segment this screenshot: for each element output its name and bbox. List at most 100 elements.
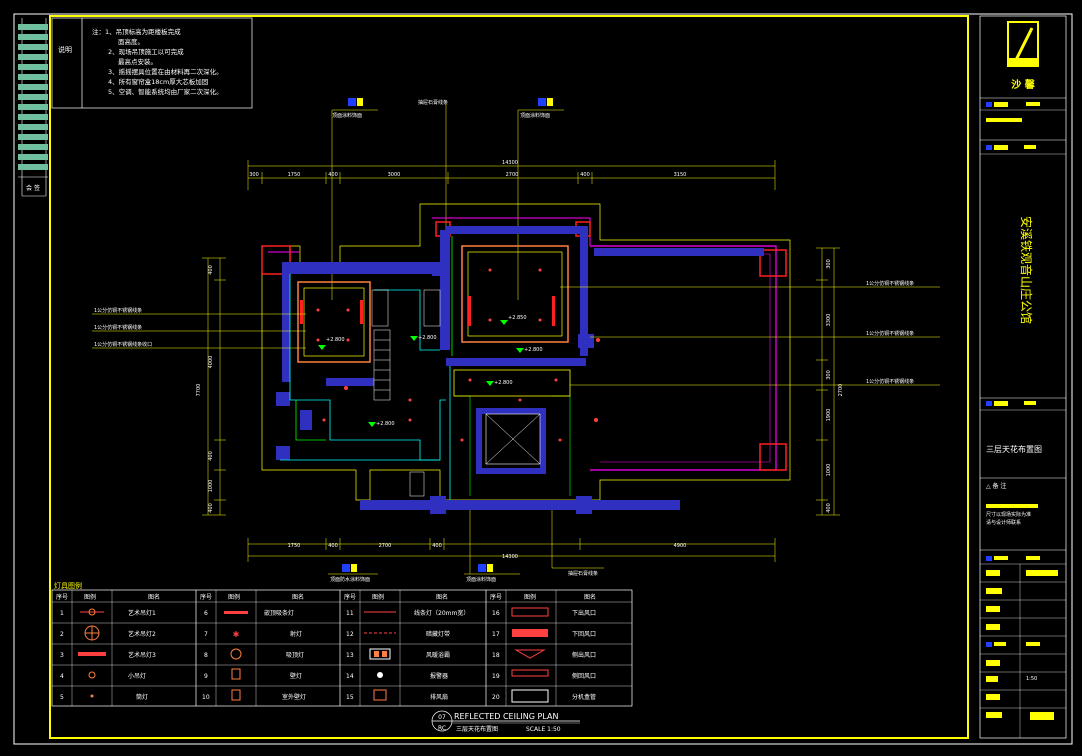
legend-no: 19 [492,673,500,680]
lighting-legend: 灯具图例 ✱ [51,581,633,707]
legend-name: 侧回风口 [572,672,596,680]
legend-name: 报警器 [430,672,448,680]
left-dimensions [202,257,226,516]
legend-header-sym-4: 图例 [524,593,536,601]
bottom-note-2: 顶面涂料饰面 [466,576,496,583]
right-dim-2: 300 [826,370,832,380]
left-note-2: 1公分仿铜不锈钢线条 [94,324,142,331]
legend-name: 小吊灯 [128,672,146,680]
right-note-2: 1公分仿铜不锈钢线条 [866,330,914,337]
legend-header-sym-3: 图例 [372,593,384,601]
legend-no: 17 [492,631,500,638]
left-dim-2: 400 [208,451,214,461]
note-line-6: 5、空调、智能系统均由厂家二次深化。 [108,87,223,96]
left-note-1: 1公分仿铜不锈钢线条 [94,307,142,314]
top-callouts: 顶面涂料饰面 抽屉石膏线条 顶面涂料饰面 [331,98,564,300]
legend-name: 壁灯 [290,672,302,680]
note-line-2: 2、现场吊顶施工以可完成 [108,47,184,56]
callout-top-mid: 抽屉石膏线条 [418,99,448,106]
legend-header-no-1: 序号 [56,593,68,601]
top-dim-4: 2700 [506,172,519,178]
legend-no: 18 [492,652,500,659]
elev-1: +2.800 [326,337,345,343]
left-leaders [92,313,306,349]
left-dim-3: 1000 [208,480,214,493]
title-code: RC [438,725,446,732]
callout-top-left: 顶面涂料饰面 [332,112,362,119]
legend-no: 2 [60,631,64,638]
right-leaders [560,286,940,386]
left-strip-label: 会 签 [26,184,40,192]
bottom-dim-2: 2700 [379,543,392,549]
title-chinese: 三层天花布置图 [456,725,498,733]
bottom-dimensions [247,538,776,562]
right-dim-3: 1900 [826,409,832,422]
legend-name: 线条灯（20mm宽） [414,609,469,617]
note-line-1: 面高度。 [118,37,144,46]
bottom-callouts [328,510,604,575]
left-sign-strip: 会 签 [18,18,48,197]
legend-name: 分机盒管 [572,693,596,701]
legend-name: 暗藏灯带 [426,630,450,638]
legend-name: 下回风口 [572,631,596,638]
legend-symbols: ✱ [78,607,549,703]
title-number: 07 [438,714,446,721]
title-english: REFLECTED CEILING PLAN [454,712,558,721]
top-dim-5: 400 [580,172,590,178]
left-note-3: 1公分仿铜不锈钢线条收口 [94,341,152,348]
legend-header-name-1: 图名 [148,593,160,601]
bottom-dim-3: 400 [432,543,442,549]
note-line-0: 注：1、吊顶标高为距楼板完成 [92,27,181,36]
svg-text:✱: ✱ [233,630,240,639]
legend-name: 筒灯 [136,693,148,701]
legend-name: 艺术吊灯2 [128,630,156,638]
legend-header-no-2: 序号 [200,593,212,601]
top-dim-2: 400 [328,172,338,178]
legend-header-name-2: 图名 [292,593,304,601]
right-dim-5: 400 [826,503,832,513]
left-dim-1: 4000 [208,356,214,369]
drawing-frame [49,15,969,739]
legend-no: 10 [202,694,210,701]
title-block: 沙 馨 安溪铁观音山庄公馆 三层天花布置图 △ 备 注 尺寸以现场实际为准 请与… [979,15,1067,739]
legend-no: 7 [204,631,208,638]
bottom-note-1: 顶面防水涂料饰面 [330,576,370,583]
right-dimensions [816,247,840,516]
right-total-dim: 2700 [838,384,844,397]
top-dim-6: 3150 [674,172,687,178]
elev-6: +2.800 [376,421,395,427]
bottom-total-dim: 14300 [502,554,518,560]
title-scale: SCALE 1:50 [526,726,561,733]
legend-no: 13 [346,652,354,659]
bottom-note-3: 抽屉石膏线条 [568,570,598,577]
remark-2: 请与设计师联系 [986,519,1021,526]
note-line-4: 3、摇摇摆具位置在由材料再二次深化。 [108,67,223,76]
legend-header-name-3: 图名 [436,593,448,601]
legend-name: 侧出风口 [572,651,596,659]
legend-title: 灯具图例 [54,581,82,590]
legend-name: 射灯 [290,630,302,638]
legend-name: 吸顶灯 [286,651,304,659]
top-dim-0: 300 [249,172,259,178]
remark-1: 尺寸以现场实际为准 [986,511,1031,518]
left-total-dim: 7700 [196,384,202,397]
top-total-dim: 14300 [502,160,518,166]
elev-5: +2.800 [524,347,543,353]
note-line-5: 4、所有窗帘盒18cm厚大芯板加固 [108,77,208,86]
legend-header-no-3: 序号 [344,593,356,601]
drawing-title-mark: 07 RC REFLECTED CEILING PLAN 三层天花布置图 SCA… [431,710,580,733]
drawing-name: 三层天花布置图 [986,444,1042,454]
bottom-dim-4: 4900 [674,543,687,549]
legend-name: 排风扇 [430,693,448,701]
legend-no: 5 [60,694,64,701]
legend-no: 11 [346,610,354,617]
bottom-dim-1: 400 [328,543,338,549]
logo-text: 沙 馨 [1011,78,1035,91]
elev-3: +2.800 [418,335,437,341]
legend-no: 20 [492,694,500,701]
notes-box: 说明 注：1、吊顶标高为距楼板完成 面高度。 2、现场吊顶施工以可完成 最高点安… [51,17,253,109]
left-dim-0: 400 [208,265,214,275]
notes-heading: △ 备 注 [986,482,1006,490]
note-line-3: 最高点安装。 [118,57,157,66]
